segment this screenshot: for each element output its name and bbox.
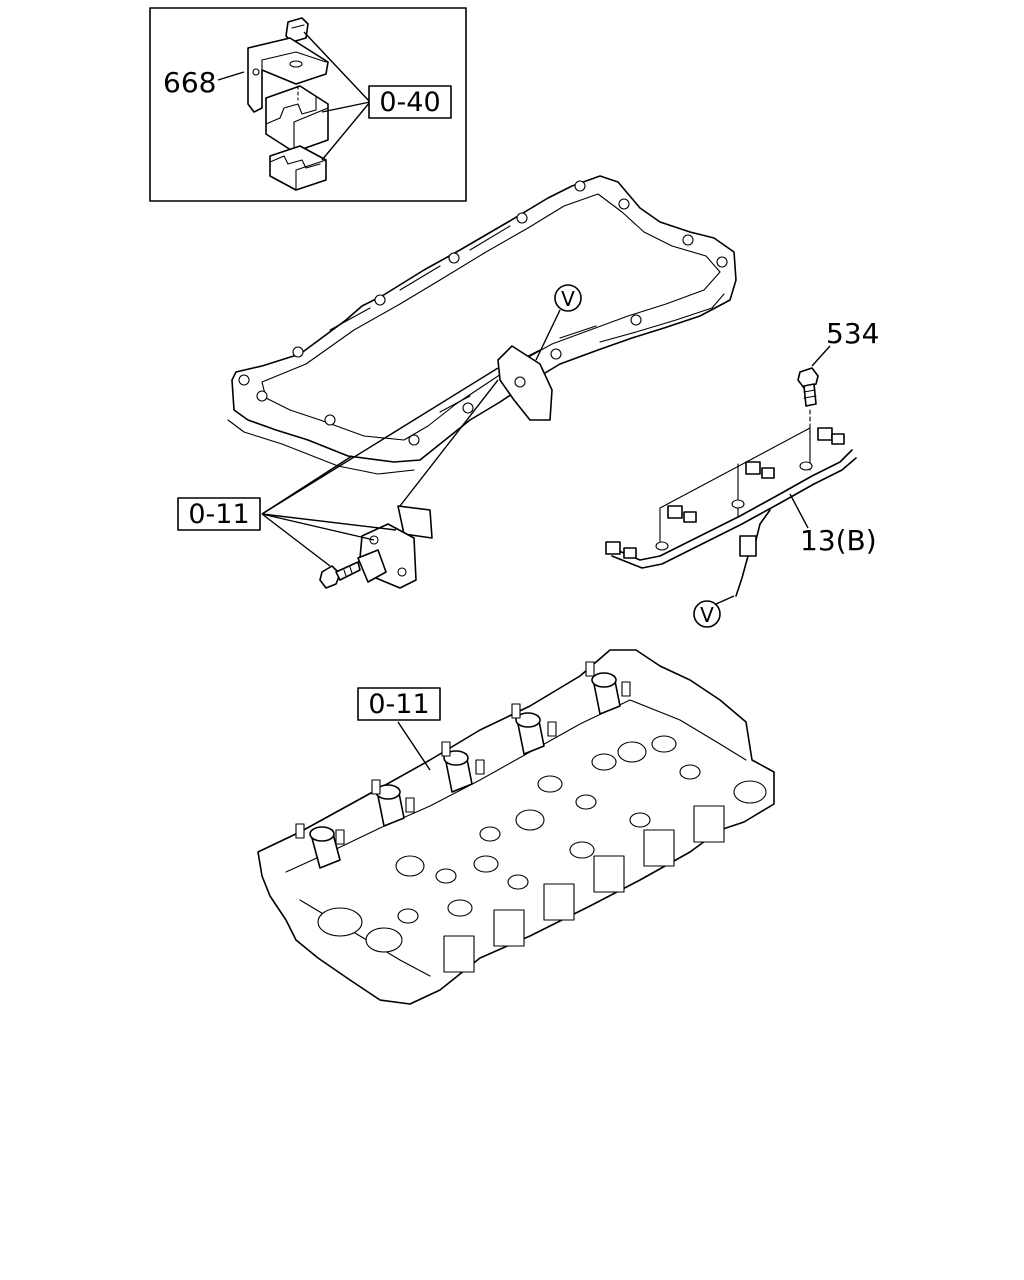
ref-box-head (357, 687, 441, 721)
connector-marker-bottom: V (693, 595, 735, 628)
ref-box-sensor (177, 497, 261, 531)
part-label-534: 534 (826, 317, 879, 350)
ref-label-0-40: 0-40 (379, 87, 440, 118)
inset-frame (149, 7, 467, 202)
inset-mount (265, 85, 329, 153)
inset-base (269, 145, 327, 191)
marker-v-bottom-label: V (700, 603, 714, 627)
ref-label-head: 0-11 (368, 689, 429, 720)
ref-box-0-40 (368, 85, 452, 119)
sensor-assembly: 0-11 (177, 367, 499, 589)
wiring-harness: 13(B) (605, 427, 877, 597)
inset-bracket (247, 37, 329, 113)
inset-detail: 668 0-40 (149, 7, 467, 202)
part-label-13b: 13(B) (800, 524, 877, 557)
ref-label-sensor: 0-11 (188, 499, 249, 530)
cylinder-head: 0-11 (257, 649, 775, 1005)
connector-marker-top: V (535, 284, 582, 361)
part-label-668: 668 (163, 66, 216, 99)
cover-gasket-frame (227, 175, 737, 475)
bolt-534: 534 (797, 317, 879, 441)
marker-v-top-label: V (561, 287, 575, 311)
